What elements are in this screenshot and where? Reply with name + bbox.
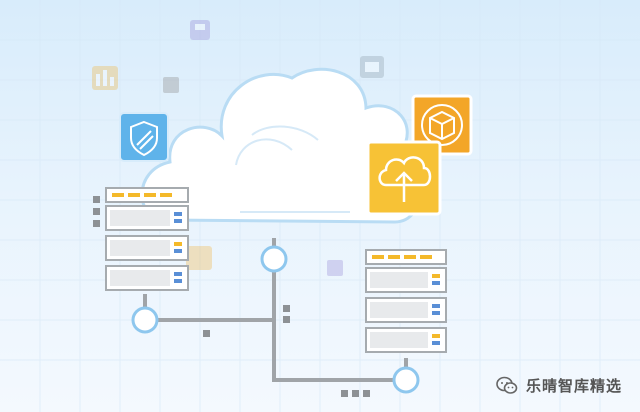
package-icon <box>429 110 455 141</box>
line-markers <box>93 196 370 397</box>
node-left <box>131 306 159 334</box>
node-top <box>260 245 288 273</box>
shield-tile <box>119 112 169 162</box>
node-right <box>392 366 420 394</box>
watermark: 乐晴智库精选 <box>496 375 622 396</box>
server-rack-left <box>105 187 189 291</box>
wechat-icon <box>496 376 518 394</box>
package-tile <box>411 94 473 156</box>
watermark-text: 乐晴智库精选 <box>525 377 622 395</box>
shield-icon <box>130 120 158 157</box>
faded-grid-icon <box>327 260 343 276</box>
faded-user-icon <box>163 77 179 93</box>
cloud-upload-tile <box>366 140 442 216</box>
faded-chart-icon <box>92 66 118 90</box>
faded-background-icons <box>92 20 384 276</box>
cloud-upload-icon <box>378 156 432 202</box>
faded-folder-icon <box>360 56 384 78</box>
faded-doc-icon <box>186 246 212 270</box>
server-rack-right <box>365 249 447 353</box>
faded-save-icon <box>190 20 210 40</box>
network-nodes <box>131 245 420 394</box>
